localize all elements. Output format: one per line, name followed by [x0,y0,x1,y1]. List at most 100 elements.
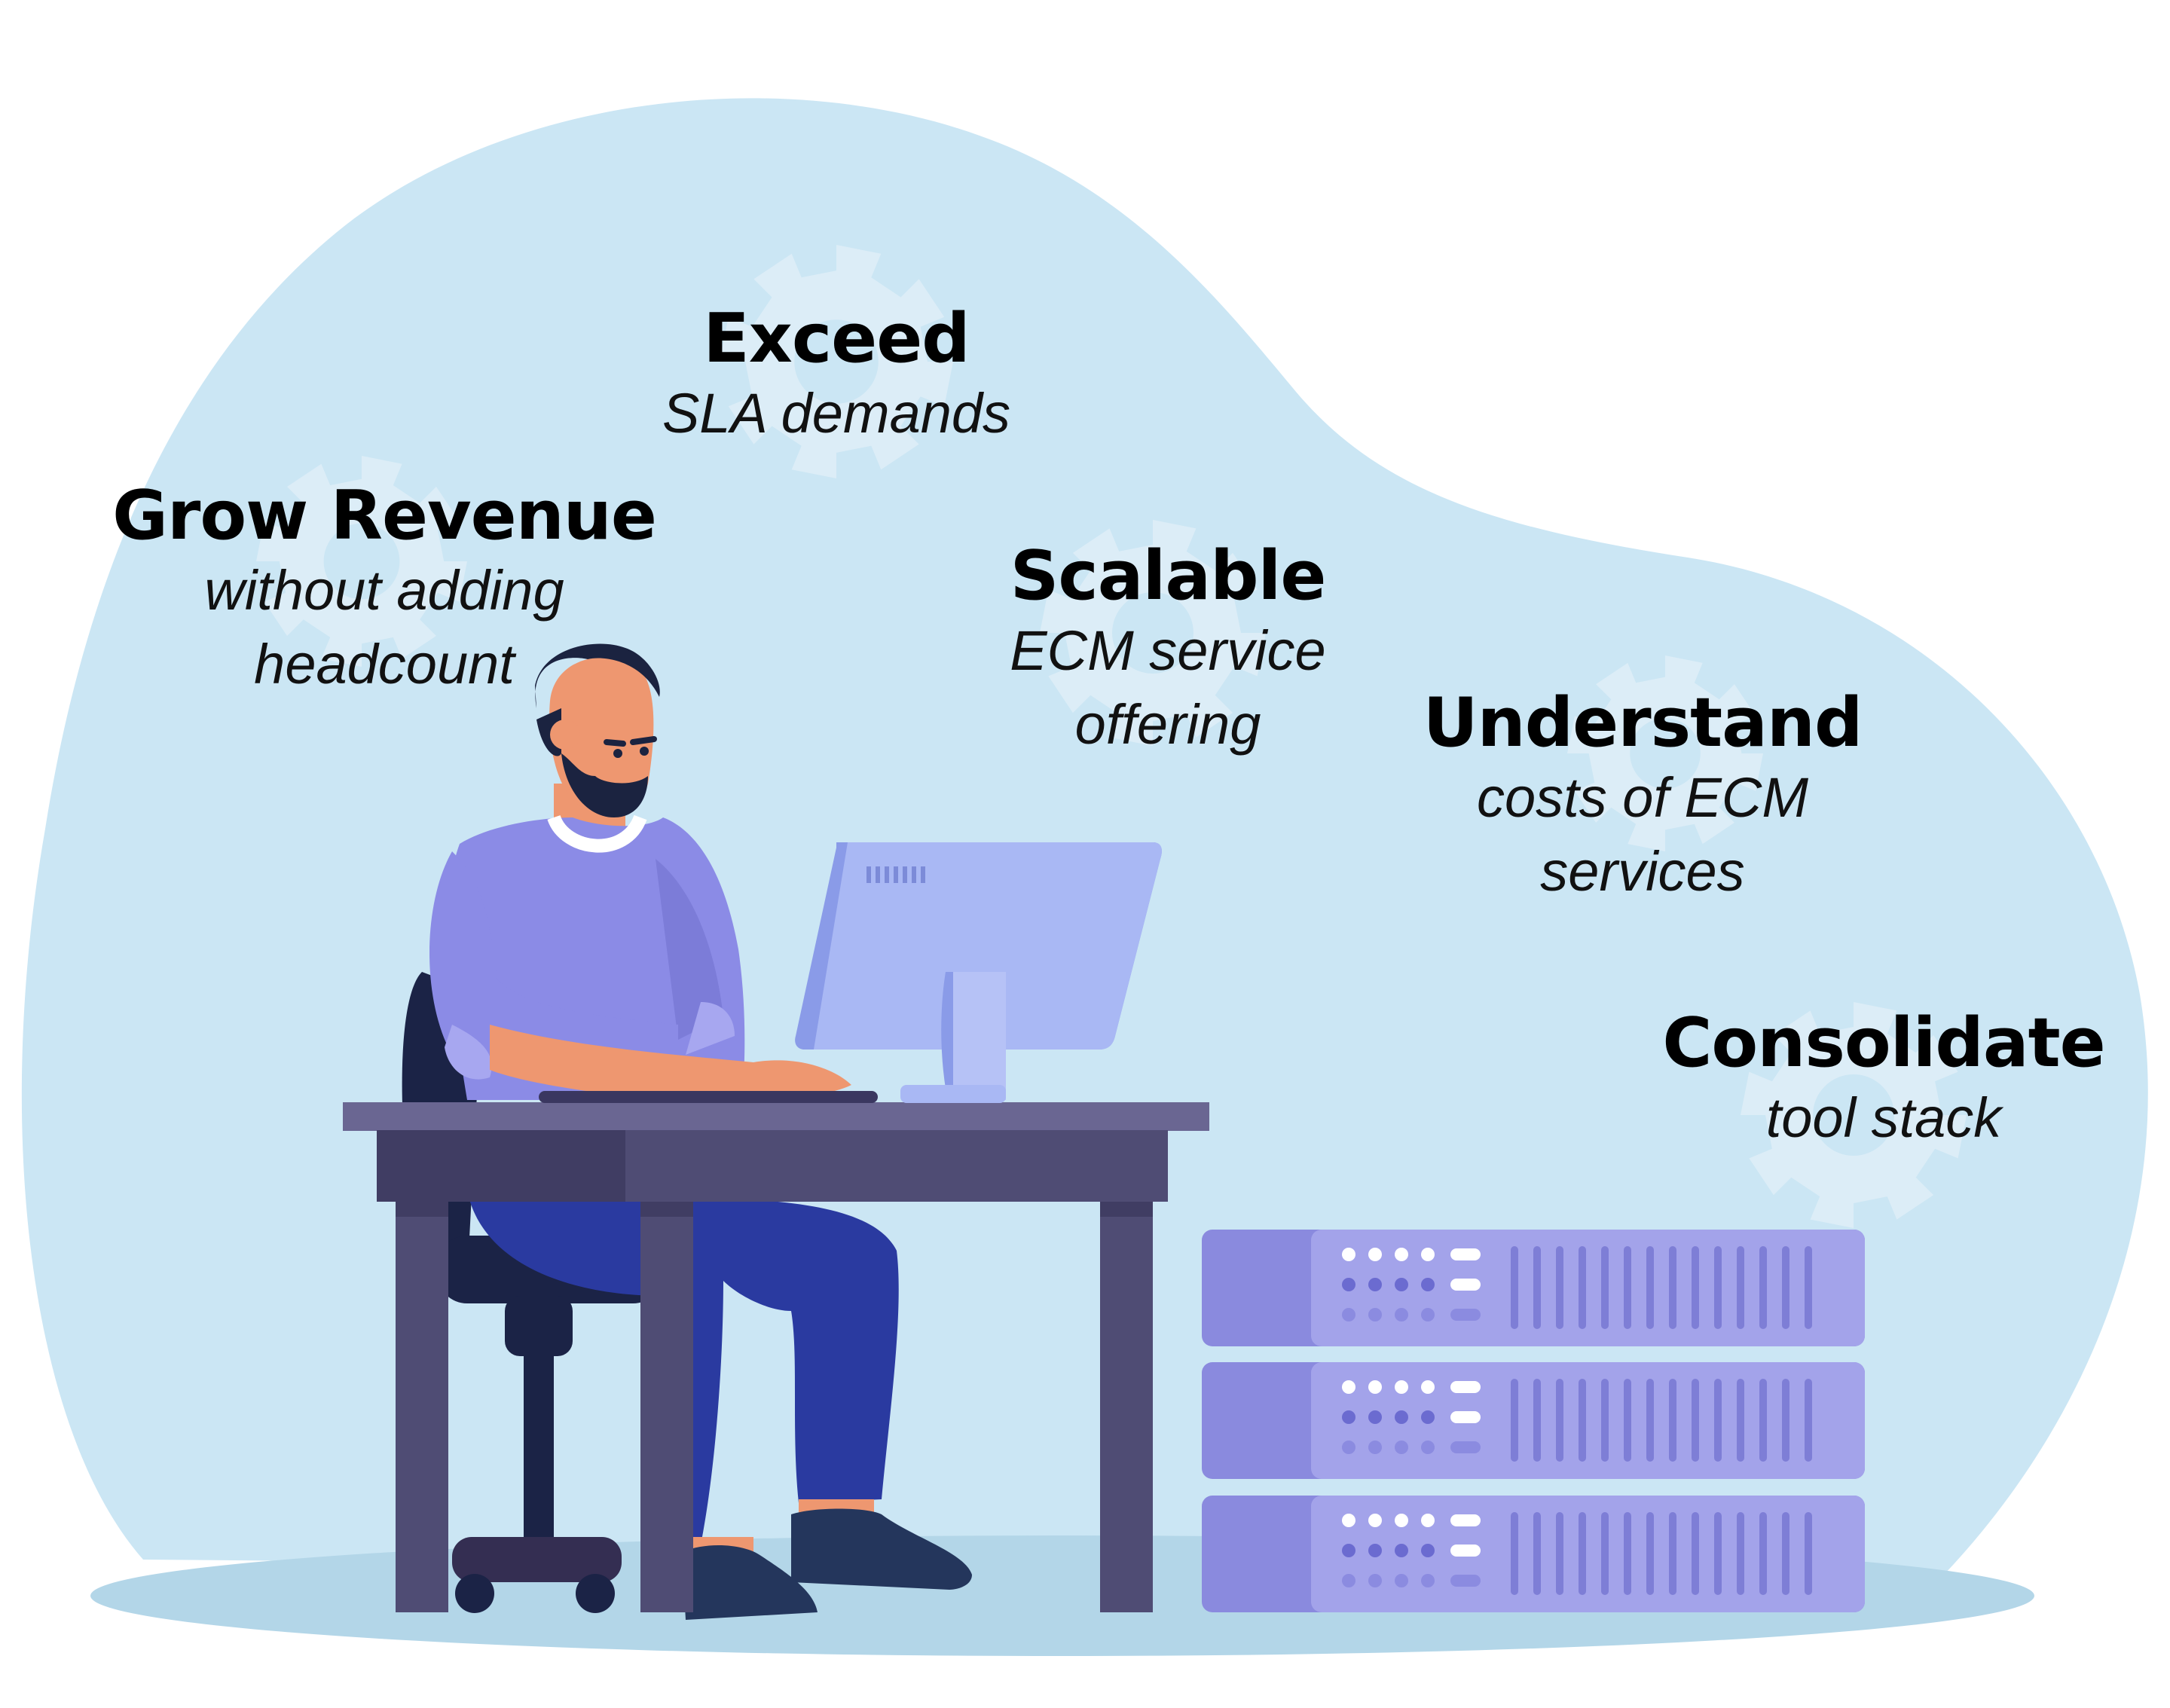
server-led [1368,1380,1382,1394]
server-vent [1646,1512,1654,1595]
server-vent [1579,1246,1586,1329]
server-led [1342,1380,1355,1394]
label-consolidate-line-1: tool stack [1765,1086,2002,1149]
server-indicator [1450,1545,1481,1557]
label-grow-revenue-line-1: without adding [204,559,564,622]
label-exceed-title: Exceed [703,299,970,378]
server-led [1395,1514,1408,1527]
server-led [1421,1278,1435,1291]
label-understand-line-2: services [1540,840,1745,903]
server-vent [1624,1379,1631,1462]
server-led [1368,1544,1382,1557]
server-indicator [1450,1441,1481,1453]
server-led [1342,1308,1355,1321]
label-understand-title: Understand [1423,683,1863,762]
server-vent [1579,1379,1586,1462]
label-consolidate: Consolidate tool stack [1662,1004,2105,1155]
server-led [1421,1248,1435,1261]
server-vent [1624,1246,1631,1329]
server-led [1395,1441,1408,1454]
server-vent [1601,1379,1609,1462]
label-consolidate-title: Consolidate [1662,1004,2105,1083]
label-scalable-line-2: offering [1074,693,1261,756]
server-unit-face [1311,1230,1865,1346]
server-vent [1533,1512,1541,1595]
server-vent [1692,1246,1699,1329]
server-indicator [1450,1309,1481,1321]
server-led [1421,1514,1435,1527]
server-led [1421,1410,1435,1424]
server-vent [1805,1246,1812,1329]
server-vent [1556,1379,1563,1462]
keyboard-illustration [539,1091,878,1103]
server-led [1368,1574,1382,1587]
server-vent [1737,1379,1744,1462]
server-indicator [1450,1381,1481,1393]
server-led [1342,1574,1355,1587]
server-led [1342,1248,1355,1261]
server-vent [1692,1379,1699,1462]
server-led [1421,1544,1435,1557]
server-led [1368,1410,1382,1424]
label-grow-revenue-line-2: headcount [254,633,515,695]
monitor-illustration [795,842,1162,1103]
server-vent [1669,1512,1676,1595]
server-led [1421,1574,1435,1587]
server-led [1342,1544,1355,1557]
gear-hole [323,523,400,600]
server-vent [1624,1512,1631,1595]
server-led [1395,1278,1408,1291]
label-grow-revenue: Grow Revenue without adding headcount [112,476,657,701]
server-led [1368,1278,1382,1291]
gear-hole [1630,718,1701,789]
server-vent [1714,1512,1722,1595]
label-scalable-line-1: ECM service [1010,619,1326,682]
server-rack-illustration [1202,1230,1865,1612]
server-vent [1782,1246,1789,1329]
server-vent [1556,1246,1563,1329]
server-vent [1669,1246,1676,1329]
server-vent [1579,1512,1586,1595]
server-vent [1511,1512,1518,1595]
server-led [1342,1278,1355,1291]
server-vent [1646,1379,1654,1462]
server-vent [1601,1512,1609,1595]
server-vent [1805,1379,1812,1462]
server-vent [1533,1379,1541,1462]
desk-illustration [343,1102,1209,1612]
server-led [1368,1441,1382,1454]
server-led [1368,1308,1382,1321]
label-grow-revenue-title: Grow Revenue [112,476,657,555]
server-led [1421,1380,1435,1394]
server-led [1395,1308,1408,1321]
label-exceed: Exceed SLA demands [662,301,1010,451]
gear-hole [794,319,879,404]
server-led [1395,1574,1408,1587]
server-vent [1805,1512,1812,1595]
server-vent [1737,1512,1744,1595]
server-led [1342,1410,1355,1424]
server-vent [1759,1246,1767,1329]
server-led [1395,1410,1408,1424]
server-led [1421,1441,1435,1454]
server-led [1395,1380,1408,1394]
label-scalable: Scalable ECM service offering [1010,536,1327,762]
server-led [1368,1514,1382,1527]
gear-hole [1813,1074,1894,1156]
server-vent [1646,1246,1654,1329]
server-vent [1511,1379,1518,1462]
server-led [1395,1544,1408,1557]
label-scalable-title: Scalable [1010,536,1327,616]
gear-hole [1112,592,1194,674]
label-exceed-line-1: SLA demands [662,382,1011,445]
server-vent [1601,1246,1609,1329]
server-indicator [1450,1514,1481,1526]
label-understand-line-1: costs of ECM [1476,766,1808,829]
server-vent [1782,1512,1789,1595]
server-indicator [1450,1248,1481,1260]
server-vent [1692,1512,1699,1595]
server-indicator [1450,1279,1481,1291]
server-vent [1737,1246,1744,1329]
server-led [1395,1248,1408,1261]
server-vent [1556,1512,1563,1595]
